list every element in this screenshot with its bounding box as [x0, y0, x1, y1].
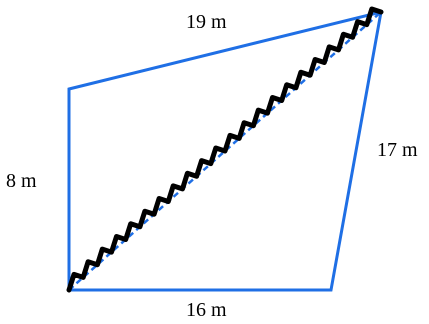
right-side-label: 17 m	[377, 139, 418, 161]
bottom-side-label: 16 m	[186, 299, 227, 321]
zigzag-path	[66, 6, 384, 293]
left-side-label: 8 m	[6, 170, 37, 192]
quadrilateral-outline	[67, 9, 383, 292]
top-side-label: 19 m	[186, 11, 227, 33]
